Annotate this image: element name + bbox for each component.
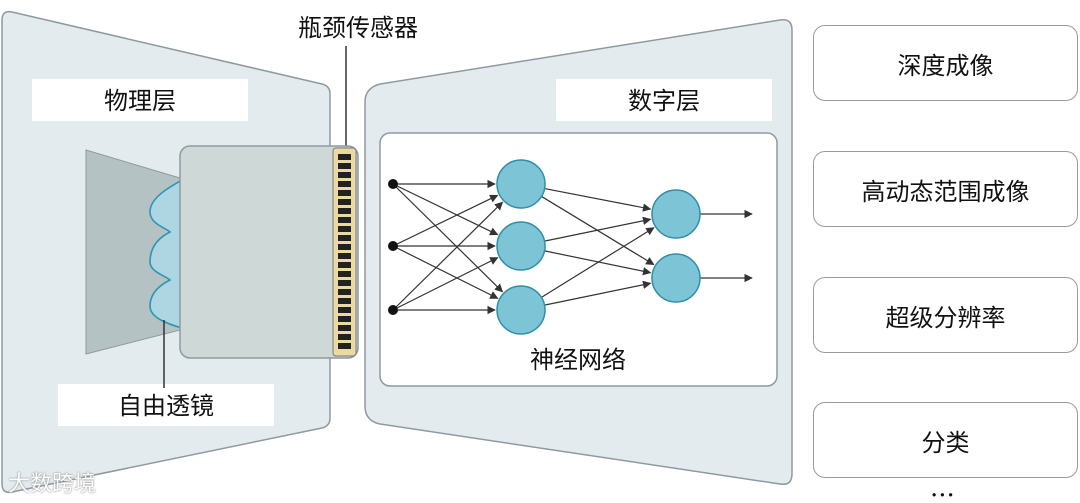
sensor-label: 瓶颈传感器	[298, 14, 418, 42]
sensor-pixel	[338, 181, 351, 187]
physical-layer-label-box	[32, 79, 248, 121]
app-label: 超级分辨率	[885, 303, 1006, 332]
app-super-resolution: 超级分辨率	[813, 277, 1078, 353]
hidden-to-output-arrow	[544, 280, 652, 306]
neural-network-label: 神经网络	[530, 346, 626, 374]
hidden-node	[496, 221, 546, 271]
free-form-lens	[149, 178, 183, 330]
app-label: 分类	[921, 428, 970, 457]
sensor-pixel	[338, 226, 351, 232]
input-node	[388, 179, 398, 189]
sensor-pixel	[338, 334, 351, 340]
sensor-pixel	[338, 325, 351, 331]
camera-sensor-body	[179, 145, 359, 359]
sensor-pixel	[338, 163, 351, 169]
input-to-hidden-arrow	[392, 257, 499, 311]
sensor-pixel	[338, 262, 351, 268]
hidden-to-output-arrow	[544, 187, 652, 212]
sensor-pixel	[338, 307, 351, 313]
network-connections	[392, 179, 753, 315]
hidden-node	[496, 285, 546, 335]
sensor-pixel	[338, 172, 351, 178]
app-hdr-imaging: 高动态范围成像	[813, 151, 1078, 227]
app-label: 高动态范围成像	[861, 177, 1030, 206]
digital-layer-label-box	[556, 79, 772, 121]
network-nodes	[388, 159, 701, 335]
input-to-hidden-arrow	[392, 194, 499, 247]
hidden-to-output-arrow	[541, 227, 655, 298]
hidden-to-output-arrow	[544, 250, 652, 276]
sensor-pixel	[338, 190, 351, 196]
sensor-pixel	[338, 235, 351, 241]
input-to-hidden-arrow	[392, 183, 499, 236]
output-node	[651, 253, 701, 303]
input-to-hidden-arrow	[392, 201, 504, 311]
app-label: 深度成像	[897, 51, 994, 80]
app-depth-imaging: 深度成像	[813, 25, 1078, 101]
input-to-hidden-arrow	[392, 245, 499, 299]
sensor-pixel	[338, 199, 351, 205]
watermark: 大数跨境	[8, 472, 97, 497]
sensor-pixel	[338, 244, 351, 250]
hidden-node	[496, 159, 546, 209]
sensor-pixel	[338, 154, 351, 160]
lens-label-box	[58, 384, 274, 426]
lens-label: 自由透镜	[118, 392, 214, 420]
input-node	[388, 241, 398, 251]
more-ellipsis: ...	[930, 473, 955, 503]
sensor-pixels	[338, 154, 351, 349]
sensor-pixel	[338, 316, 351, 322]
hidden-to-output-arrow	[544, 216, 652, 242]
sensor-pixel	[338, 289, 351, 295]
physical-layer-label: 物理层	[104, 87, 176, 115]
app-classification: 分类	[813, 402, 1078, 478]
digital-layer-label: 数字层	[628, 87, 700, 115]
sensor-pixel	[338, 253, 351, 259]
output-node	[651, 189, 701, 239]
sensor-pixel	[338, 343, 351, 349]
input-to-hidden-arrow	[392, 183, 504, 293]
sensor-pixel	[338, 271, 351, 277]
sensor-pixel	[338, 217, 351, 223]
sensor-pixel-strip	[332, 147, 357, 357]
sensor-pixel	[338, 208, 351, 214]
input-node	[388, 305, 398, 315]
sensor-pixel	[338, 298, 351, 304]
sensor-pixel	[338, 280, 351, 286]
